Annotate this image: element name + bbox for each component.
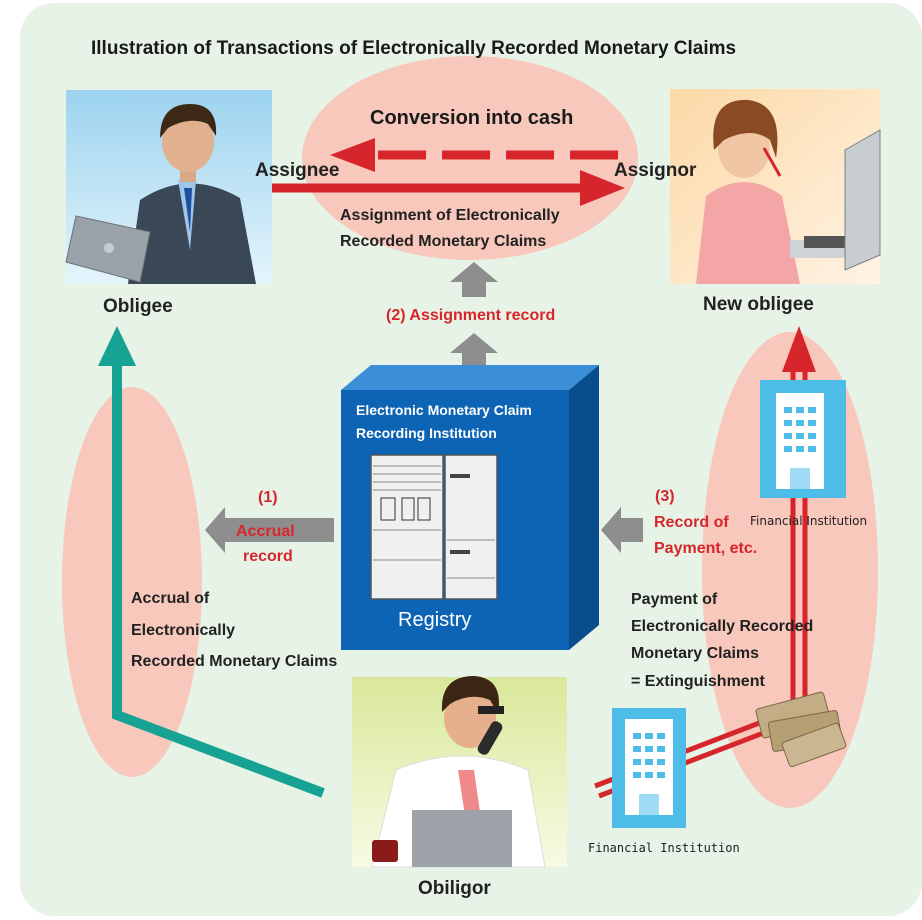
institution-line2: Recording Institution [356, 425, 497, 441]
payment-record-line1: Record of [654, 514, 729, 531]
assignment-arrow [265, 170, 625, 206]
new-obligee-label: New obligee [703, 294, 814, 315]
conversion-label: Conversion into cash [370, 107, 574, 129]
building-icon [760, 380, 846, 498]
obligor-label: Obiligor [418, 878, 491, 899]
assignment-record-label: (2) Assignment record [386, 307, 556, 324]
gray-left-arrow-payment [601, 507, 643, 553]
assignor-label: Assignor [614, 160, 697, 181]
registry-label: Registry [398, 609, 472, 631]
payment-text-line2: Electronically Recorded [631, 618, 814, 635]
payment-text-line3: Monetary Claims [631, 645, 760, 662]
server-rack-icon [370, 454, 498, 600]
accrual-record-number: (1) [258, 489, 278, 506]
payment-text-line4: = Extinguishment [631, 673, 765, 690]
accrual-text-line1: Accrual of [131, 590, 210, 607]
money-bundle-icon [755, 691, 847, 768]
businesswoman-icon [670, 89, 881, 284]
assignment-line1: Assignment of Electronically [340, 207, 560, 224]
gray-up-arrow-upper [450, 262, 498, 297]
page-title: Illustration of Transactions of Electron… [91, 38, 737, 59]
payment-record-line2: Payment, etc. [654, 540, 758, 557]
payment-text-line1: Payment of [631, 591, 718, 608]
financial-institution-label-upper: Financial Institution [750, 514, 868, 528]
accrual-text-line3: Recorded Monetary Claims [131, 653, 338, 670]
phone-man-icon [352, 676, 567, 868]
payment-record-number: (3) [655, 488, 675, 505]
businessman-icon [65, 90, 272, 284]
financial-institution-label-lower: Financial Institution [588, 841, 740, 855]
gray-left-arrow-accrual [205, 507, 334, 553]
accrual-text-line2: Electronically [131, 622, 236, 639]
obligee-label: Obligee [103, 296, 173, 317]
accrual-ellipse [62, 387, 202, 777]
accrual-arrow [98, 326, 325, 798]
assignee-label: Assignee [255, 160, 340, 181]
accrual-record-line1: Accrual [236, 523, 295, 540]
building-icon [612, 708, 686, 828]
assignment-line2: Recorded Monetary Claims [340, 233, 547, 250]
conversion-arrow [330, 138, 618, 172]
accrual-record-line2: record [243, 548, 293, 565]
institution-line1: Electronic Monetary Claim [356, 402, 532, 418]
